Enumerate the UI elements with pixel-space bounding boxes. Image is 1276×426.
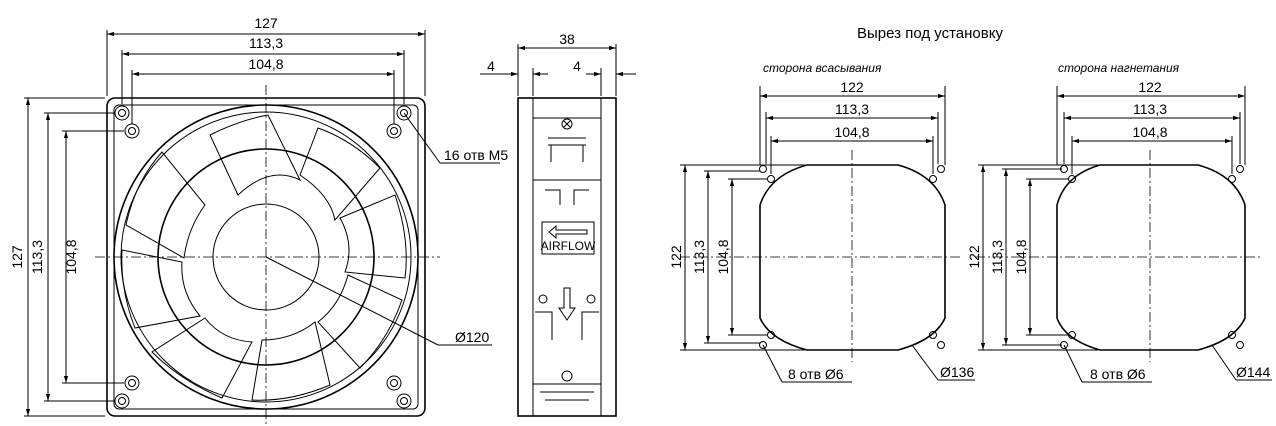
cutout-title: Вырез под установку — [857, 25, 1003, 42]
exhaust-dim-122: 122 — [1138, 79, 1162, 95]
side-frame — [517, 97, 617, 417]
airflow-box — [541, 221, 595, 255]
mounting-holes — [114, 105, 412, 409]
intake-dim-v104: 104,8 — [715, 239, 731, 274]
dim-side-left: 4 — [487, 58, 495, 74]
dim-front-height: 127 — [9, 245, 25, 269]
dim-front-holes-inner: 104,8 — [248, 56, 283, 72]
fan-blades — [121, 114, 407, 401]
dim-front-holes-outer: 113,3 — [249, 35, 283, 51]
intake-dim-122: 122 — [840, 79, 864, 95]
cutout-exhaust: сторона нагнетания 122 113,3 104,8 122 1… — [966, 61, 1272, 383]
exhaust-dim-v122: 122 — [966, 245, 982, 269]
intake-diameter-label: Ø136 — [940, 364, 974, 380]
exhaust-diameter-label: Ø144 — [1236, 364, 1270, 380]
dim-front-width: 127 — [254, 15, 278, 31]
diameter-120-label: Ø120 — [455, 329, 489, 345]
rotation-arrow-icon — [558, 287, 576, 321]
intake-dim-v113: 113,3 — [691, 240, 707, 274]
holes-m5-label: 16 отв М5 — [444, 147, 508, 163]
airflow-label: AIRFLOW — [541, 239, 596, 253]
intake-dim-104: 104,8 — [834, 124, 869, 140]
exhaust-holes-label: 8 отв Ø6 — [1090, 366, 1146, 382]
intake-side-label: сторона всасывания — [763, 61, 882, 75]
dim-side-depth: 38 — [559, 31, 575, 47]
intake-dim-113: 113,3 — [835, 101, 869, 117]
exhaust-dim-113: 113,3 — [1133, 101, 1167, 117]
airflow-arrow-icon — [548, 224, 588, 240]
dim-front-height-outer: 113,3 — [29, 240, 45, 274]
dim-front-height-inner: 104,8 — [63, 239, 79, 274]
side-view: AIRFLOW 38 4 4 — [480, 31, 636, 417]
exhaust-dim-104: 104,8 — [1132, 124, 1167, 140]
dim-side-right: 4 — [573, 58, 581, 74]
exhaust-dim-v113: 113,3 — [989, 240, 1005, 274]
exhaust-side-label: сторона нагнетания — [1058, 61, 1180, 75]
intake-holes-label: 8 отв Ø6 — [788, 366, 844, 382]
cutout-intake: сторона всасывания 122 113,3 104,8 122 1… — [668, 61, 975, 383]
intake-dim-v122: 122 — [668, 245, 684, 269]
intake-opening — [759, 164, 946, 351]
front-view: 127 113,3 104,8 127 113,3 104,8 16 отв М… — [9, 15, 508, 424]
exhaust-dim-v104: 104,8 — [1013, 239, 1029, 274]
exhaust-opening — [1056, 164, 1246, 351]
